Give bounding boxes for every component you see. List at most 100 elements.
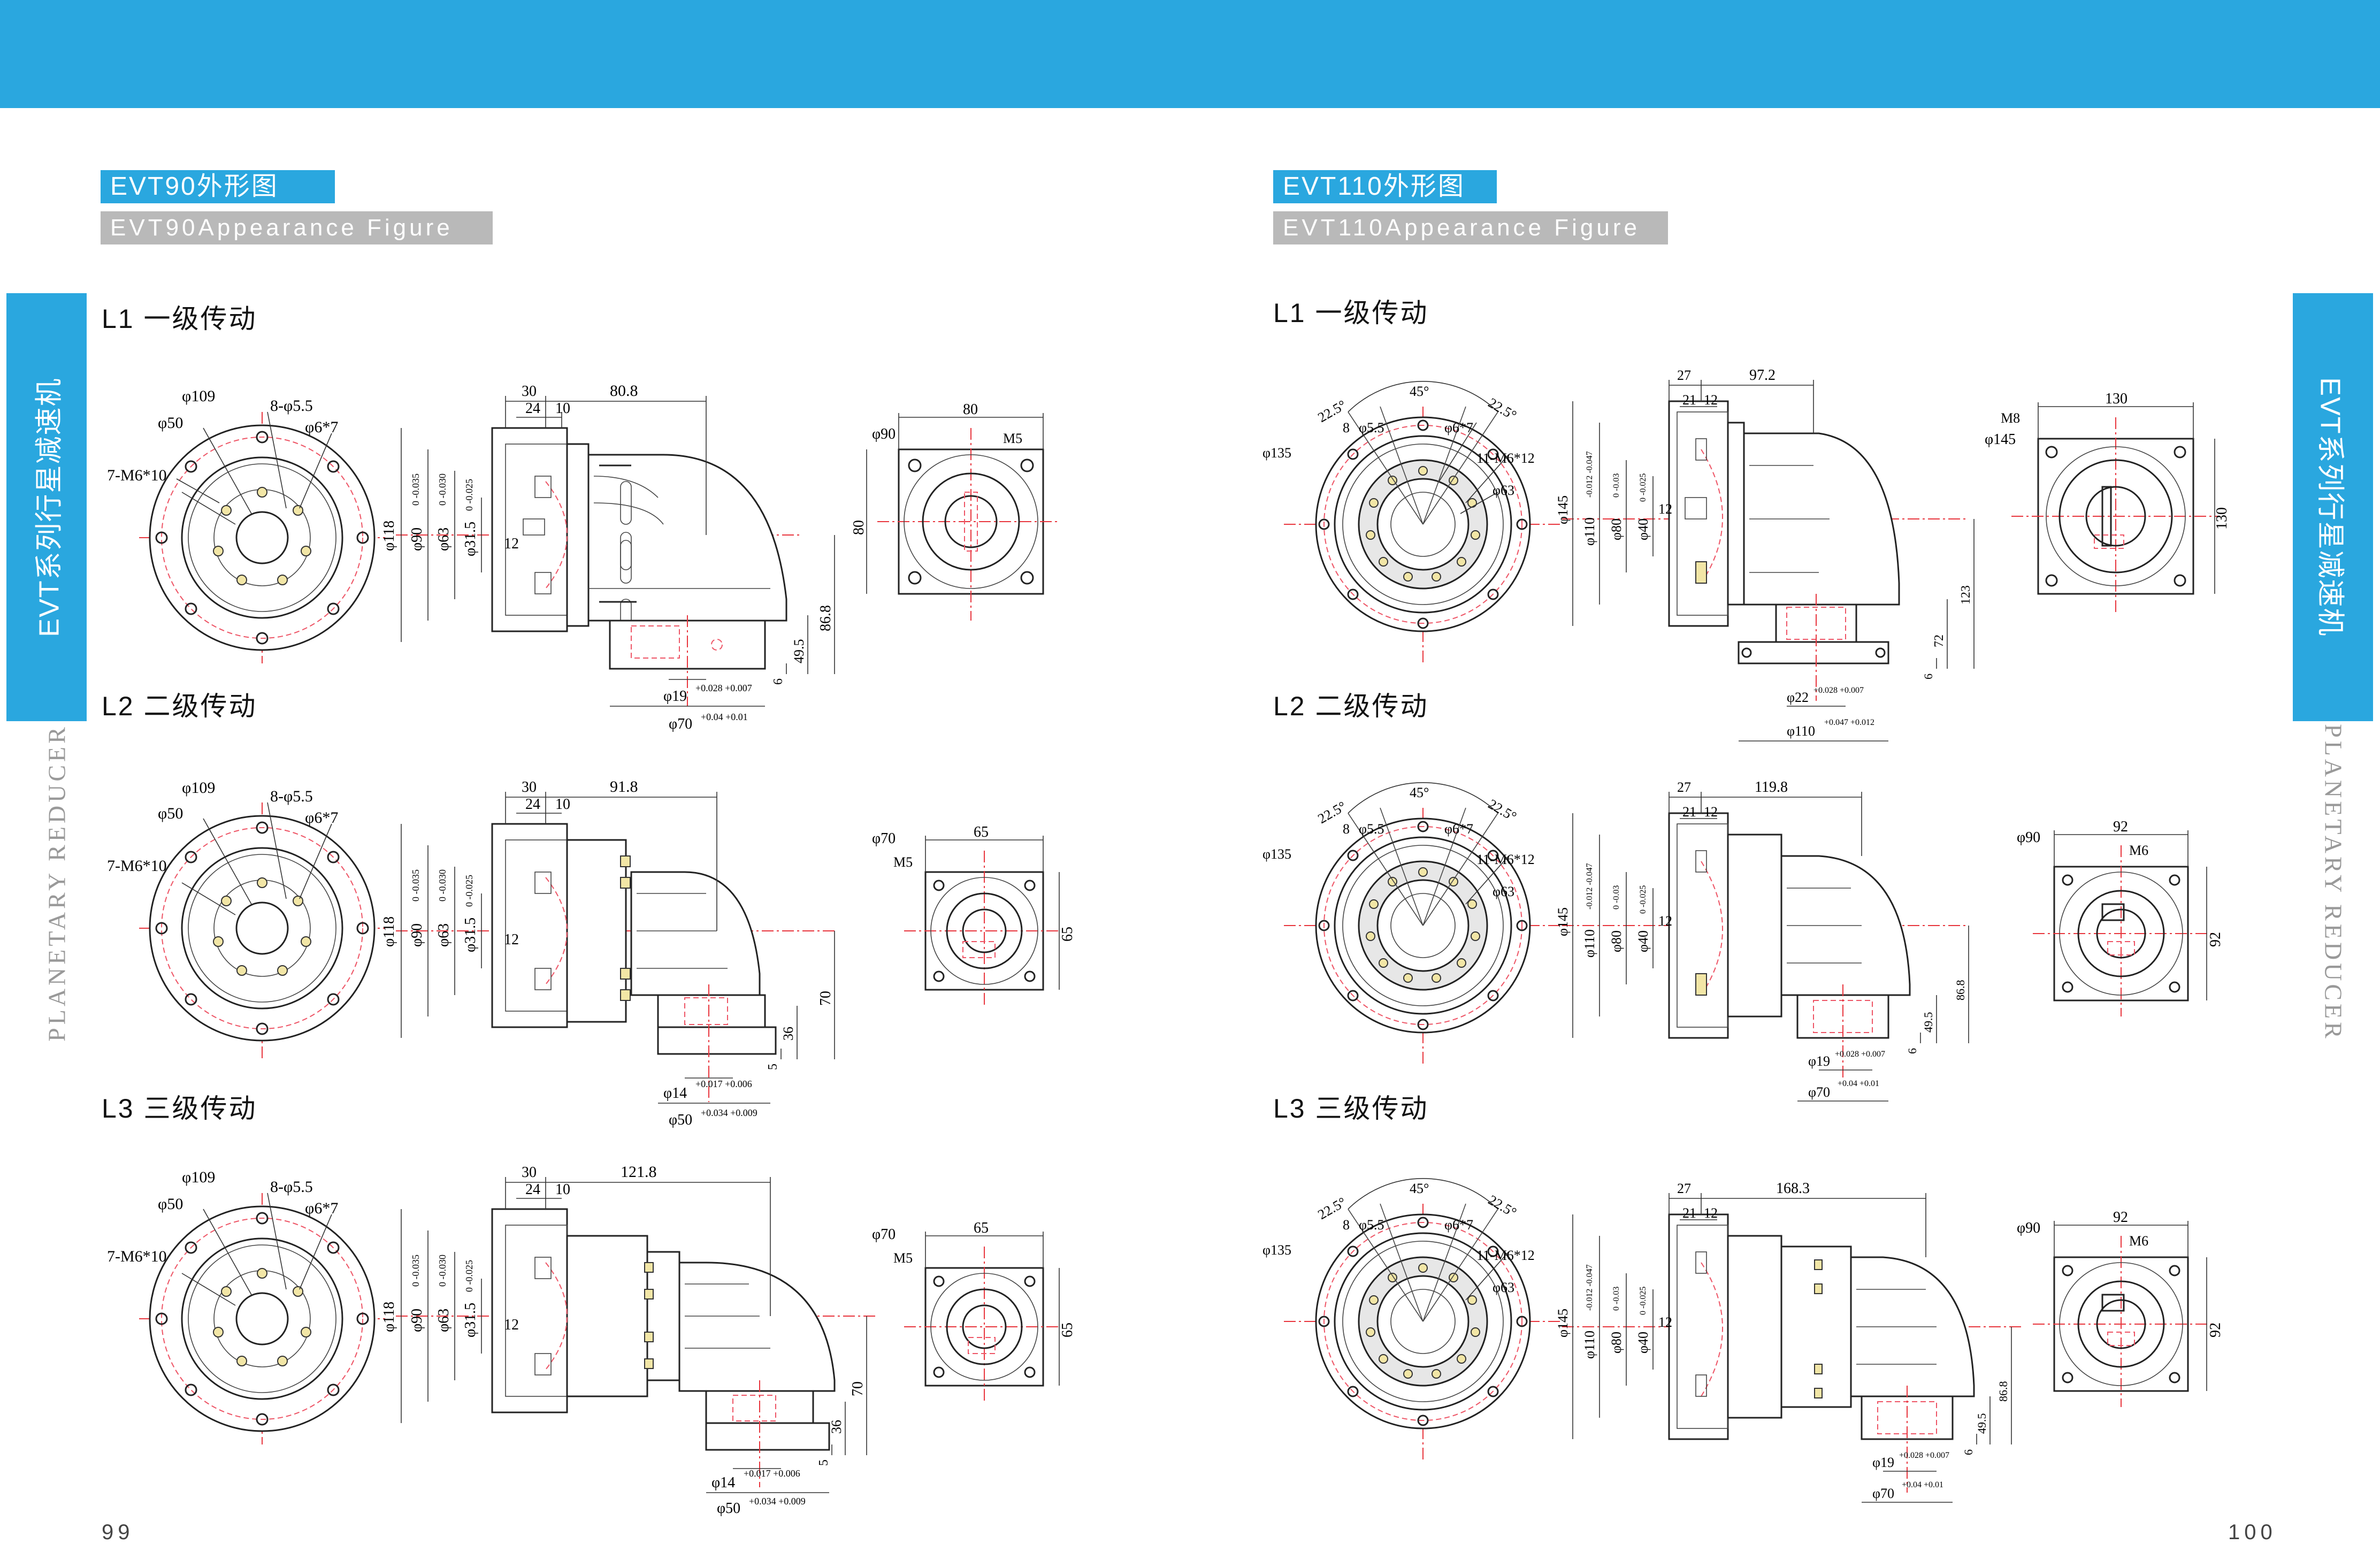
- evt110-l2-flange-d: φ90: [2017, 829, 2040, 846]
- evt110-l1-d2: φ110: [1582, 517, 1597, 546]
- left-stage-l2: L2 二级传动: [102, 691, 257, 721]
- evt110-l3-d2-tol: -0.012 -0.047: [1585, 1264, 1594, 1311]
- evt90-l2-output-flange: 65 65 φ70 M5: [872, 824, 1076, 1006]
- evt90-l1-h2: 49.5: [791, 639, 807, 664]
- evt110-l2-h2: 49.5: [1922, 1012, 1935, 1033]
- evt110-l1-flange-m: M8: [2001, 410, 2020, 426]
- evt90-l3-dim-c: 10: [555, 1181, 570, 1198]
- left-title-cn: EVT90外形图: [101, 170, 335, 203]
- evt90-l3-d1: φ118: [381, 1302, 397, 1332]
- evt110-l2-d2-tol: -0.012 -0.047: [1585, 863, 1594, 909]
- evt110-l2-d1: φ145: [1555, 907, 1571, 936]
- evt110-l1-inner: φ63: [1493, 483, 1514, 498]
- evt90-l2-tap: 7-M6*10: [107, 857, 167, 875]
- evt110-l1-dim-a: 27: [1677, 368, 1691, 383]
- evt110-l2-h3: 6: [1905, 1048, 1919, 1054]
- evt90-l3-d3-tol: 0 -0.030: [437, 1255, 448, 1287]
- right-page-number: 100: [2228, 1520, 2277, 1544]
- evt110-l2-angle3: 22.5°: [1486, 796, 1519, 824]
- evt90-l1-side-view: 30 24 10 80.8 φ118 φ90 φ63 φ31.5 0 -0.03…: [381, 382, 835, 732]
- evt90-l3-output-flange: 65 65 φ70 M5: [872, 1220, 1076, 1402]
- evt110-l3-flange-d: φ90: [2017, 1220, 2040, 1236]
- evt110-l2-side-view: 27 21 12 119.8 φ145 φ110 φ80 φ40 -0.012 …: [1555, 779, 1969, 1102]
- evt90-l3-d3: φ63: [435, 1309, 452, 1332]
- evt90-l2-h3: 5: [766, 1064, 780, 1070]
- evt110-l2-h1: 86.8: [1954, 980, 1967, 1001]
- evt110-l2-flange-w: 92: [2113, 819, 2128, 835]
- evt110-l1-front-view: 22.5° 45° 22.5° 8 φ5.5 φ6*7 φ135 11-M6*1…: [1262, 381, 1562, 663]
- evt110-l1-side-view: 27 21 12 97.2 φ145 φ110 φ80 φ40 -0.012 -…: [1555, 367, 1975, 742]
- evt90-l1-s2: φ70: [669, 716, 692, 732]
- evt110-l1-s2-tol: +0.047 +0.012: [1824, 718, 1874, 727]
- evt90-l1-flange-w: 80: [963, 401, 978, 418]
- evt90-l2-flange-w: 65: [974, 824, 989, 840]
- right-stage-l1: L1 一级传动: [1273, 298, 1429, 328]
- right-title-en: EVT110Appearance Figure: [1273, 211, 1668, 244]
- evt110-l1-angle3: 22.5°: [1486, 395, 1519, 423]
- left-page-number: 99: [102, 1520, 134, 1544]
- evt110-l2-front-view: 22.5° 45° 22.5° 8 φ5.5 φ6*7 φ135 11-M6*1…: [1262, 782, 1562, 1065]
- left-side-en-label: PLANETARY REDUCER: [43, 724, 71, 1042]
- evt90-l3-s1: φ14: [711, 1474, 735, 1491]
- evt90-l2-flange-m: M5: [893, 854, 913, 870]
- evt110-l3-output-flange: 92 92 φ90 M6: [2017, 1209, 2224, 1407]
- evt110-l1-output-flange: 130 130 φ145 M8: [1985, 391, 2230, 615]
- evt90-l3-side-view: 30 24 10 121.8 φ118 φ90 φ63 φ31.5 0 -0.0…: [381, 1163, 877, 1517]
- right-side-en: PLANETARY REDUCER: [2312, 724, 2355, 1042]
- evt90-l1-d4: φ31.5: [462, 522, 479, 556]
- evt110-l3-h3: 6: [1962, 1449, 1975, 1455]
- evt90-l3-flange-d: φ70: [872, 1226, 896, 1243]
- evt90-l2-bcd: φ109: [182, 779, 215, 797]
- evt110-l2-d4: φ40: [1635, 930, 1651, 952]
- evt90-l1-s1: φ19: [663, 688, 687, 705]
- evt110-l1-hole: φ5.5: [1359, 420, 1384, 435]
- evt110-l2-inner: φ63: [1493, 884, 1514, 899]
- evt90-l3-s1-tol: +0.017 +0.006: [744, 1468, 800, 1479]
- left-side-tab-label: EVT系列行星减速机: [34, 377, 65, 637]
- evt110-l3-inner: φ63: [1493, 1280, 1514, 1295]
- evt90-l1-d2-tol: 0 -0.035: [410, 473, 421, 506]
- evt90-l2-h1: 70: [817, 991, 834, 1006]
- evt110-l2-tap: 11-M6*12: [1476, 852, 1535, 867]
- evt90-l1-dim-len: 80.8: [610, 382, 638, 400]
- evt90-l3-s2-tol: +0.034 +0.009: [749, 1496, 806, 1507]
- right-side-en-label: PLANETARY REDUCER: [2320, 724, 2347, 1042]
- evt90-l2-s1: φ14: [663, 1085, 687, 1102]
- evt90-l3-dim-len: 121.8: [621, 1163, 657, 1181]
- evt110-l1-bcd: φ135: [1262, 445, 1291, 461]
- evt90-l3-bcd: φ109: [182, 1168, 215, 1186]
- evt110-l1-h2: 72: [1932, 635, 1946, 647]
- evt90-l1-hole: 8-φ5.5: [270, 397, 313, 415]
- evt110-l2-cbore: φ6*7: [1444, 821, 1473, 837]
- evt110-l3-d2: φ110: [1582, 1331, 1597, 1359]
- evt110-l2-d3: φ80: [1609, 930, 1624, 952]
- evt110-l2-d4-tol: 0 -0.025: [1639, 885, 1648, 914]
- evt110-l1-d2-tol: -0.012 -0.047: [1585, 451, 1594, 498]
- evt110-l1-d4-tol: 0 -0.025: [1639, 473, 1648, 502]
- evt110-l1-angle2: 45°: [1410, 384, 1429, 399]
- evt90-l3-h3: 5: [817, 1459, 831, 1466]
- evt110-l3-angle2: 45°: [1410, 1181, 1429, 1196]
- evt90-l1-s2-tol: +0.04 +0.01: [701, 712, 748, 722]
- evt90-l2-side-view: 30 24 10 91.8 φ118 φ90 φ63 φ31.5 0 -0.03…: [381, 778, 835, 1128]
- evt90-l2-d3-tol: 0 -0.030: [437, 869, 448, 901]
- evt110-l2-n: 8: [1343, 821, 1350, 837]
- evt110-l1-d4: φ40: [1635, 518, 1651, 540]
- evt110-l3-tap: 11-M6*12: [1476, 1248, 1535, 1263]
- evt90-l2-inner: φ50: [158, 805, 183, 822]
- evt110-l3-n: 8: [1343, 1217, 1350, 1233]
- evt90-l2-s2-tol: +0.034 +0.009: [701, 1107, 757, 1118]
- left-side-tab: EVT系列行星减速机: [6, 293, 87, 721]
- evt110-l1-flange-h: 130: [2214, 507, 2230, 530]
- evt90-l3-d2: φ90: [409, 1309, 425, 1332]
- evt90-l2-flange-h: 65: [1059, 927, 1076, 942]
- evt110-l3-hole: φ5.5: [1359, 1217, 1384, 1233]
- evt110-l2-flange-m: M6: [2129, 843, 2148, 858]
- evt110-l1-tap: 11-M6*12: [1476, 450, 1535, 466]
- evt90-l3-key: 12: [504, 1317, 519, 1333]
- evt110-l1-s1: φ22: [1787, 690, 1809, 705]
- evt90-l3-d4: φ31.5: [462, 1303, 479, 1337]
- evt90-l1-d3-tol: 0 -0.030: [437, 473, 448, 506]
- evt110-l1-s1-tol: +0.028 +0.007: [1813, 686, 1864, 695]
- right-title-cn: EVT110外形图: [1273, 170, 1497, 203]
